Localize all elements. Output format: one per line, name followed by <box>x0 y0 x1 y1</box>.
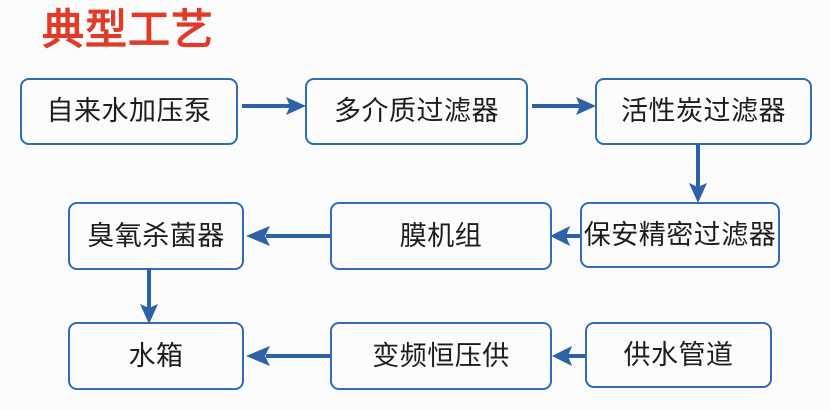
arrow-pump-to-multimedia-icon <box>240 88 308 124</box>
node-ozone-sterilizer[interactable]: 臭氧杀菌器 <box>68 202 244 270</box>
node-label: 活性炭过滤器 <box>621 96 786 127</box>
node-label: 多介质过滤器 <box>334 96 499 127</box>
node-label: 保安精密过滤器 <box>583 219 777 251</box>
node-vfd-constant-pressure-supply[interactable]: 变频恒压供 <box>330 322 552 390</box>
node-activated-carbon-filter[interactable]: 活性炭过滤器 <box>595 78 812 145</box>
arrow-ozone-to-tank-icon <box>131 268 167 326</box>
node-label: 臭氧杀菌器 <box>87 220 225 252</box>
node-label: 膜机组 <box>399 220 483 252</box>
node-water-tank[interactable]: 水箱 <box>68 322 244 390</box>
node-supply-pipeline[interactable]: 供水管道 <box>585 322 772 388</box>
arrow-carbon-to-security-icon <box>680 143 716 205</box>
arrow-vfd-to-tank-icon <box>244 338 334 374</box>
arrow-multimedia-to-carbon-icon <box>530 88 598 124</box>
node-label: 供水管道 <box>623 339 734 371</box>
node-raw-water-pump[interactable]: 自来水加压泵 <box>20 78 238 145</box>
arrow-pipeline-to-vfd-icon <box>552 338 588 374</box>
node-label: 自来水加压泵 <box>46 96 212 127</box>
node-security-precision-filter[interactable]: 保安精密过滤器 <box>580 202 780 268</box>
page-title: 典型工艺 <box>42 6 215 53</box>
arrow-security-to-membrane-icon <box>550 218 584 254</box>
node-multimedia-filter[interactable]: 多介质过滤器 <box>305 78 528 145</box>
arrow-membrane-to-ozone-icon <box>244 218 334 254</box>
node-label: 变频恒压供 <box>372 340 510 372</box>
node-membrane-unit[interactable]: 膜机组 <box>330 202 552 270</box>
node-label: 水箱 <box>128 340 184 372</box>
